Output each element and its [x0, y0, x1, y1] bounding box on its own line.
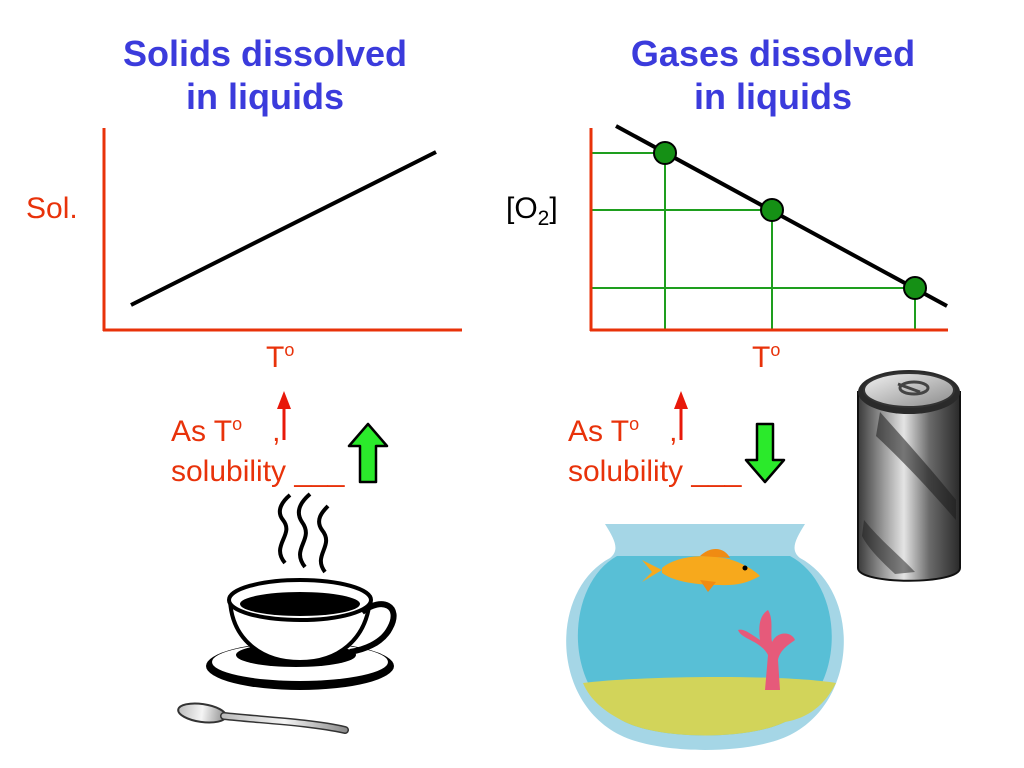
right-x-label-text: T: [752, 341, 771, 374]
right-statement-sup: o: [629, 414, 640, 434]
coffee-cup-icon: [206, 492, 397, 690]
left-title: Solids dissolved in liquids: [90, 32, 440, 118]
left-statement-prefix: As T: [171, 415, 233, 448]
right-y-label-prefix: [O: [506, 192, 538, 225]
left-title-line1: Solids dissolved: [122, 33, 408, 74]
right-small-up-arrow-icon: [674, 391, 688, 440]
down-arrow-icon: [744, 422, 786, 484]
right-title: Gases dissolved in liquids: [598, 32, 948, 118]
right-statement-suffix: ,: [669, 415, 678, 448]
left-trend-line: [130, 150, 437, 307]
left-x-label-sup: o: [284, 340, 295, 360]
right-x-label-sup: o: [770, 340, 781, 360]
left-graph: [102, 128, 462, 332]
right-graph: [589, 124, 948, 332]
right-statement-line1: As To,: [568, 404, 741, 452]
right-statement-line2: solubility ___: [568, 455, 742, 488]
right-title-line1: Gases dissolved: [630, 33, 916, 74]
right-y-label-sub: 2: [537, 207, 550, 230]
right-y-label-suffix: ]: [549, 192, 558, 225]
data-point-3: [903, 276, 927, 300]
fishbowl-icon: [566, 524, 844, 750]
left-statement-suffix: ,: [272, 415, 281, 448]
right-y-label: [O2]: [506, 192, 558, 231]
left-statement-sup: o: [232, 414, 243, 434]
data-point-1: [653, 141, 677, 165]
right-gridlines: [591, 152, 916, 330]
left-x-label-text: T: [266, 341, 285, 374]
left-title-line2: in liquids: [186, 76, 344, 118]
left-statement-line1: As To,: [171, 404, 344, 452]
left-small-up-arrow-icon: [277, 391, 291, 440]
right-statement: As To, solubility ___: [568, 404, 741, 492]
right-x-label: To: [752, 340, 780, 375]
right-statement-prefix: As T: [568, 415, 630, 448]
left-x-label: To: [266, 340, 294, 375]
left-statement-line2: solubility ___: [171, 455, 345, 488]
left-statement: As To, solubility ___: [171, 404, 344, 492]
goldfish-icon: [642, 549, 760, 592]
right-title-line2: in liquids: [694, 76, 852, 118]
soda-can-icon: [857, 370, 961, 582]
left-y-label: Sol.: [26, 192, 78, 225]
spoon-icon: [177, 702, 349, 734]
data-point-2: [760, 198, 784, 222]
up-arrow-icon: [347, 422, 389, 484]
